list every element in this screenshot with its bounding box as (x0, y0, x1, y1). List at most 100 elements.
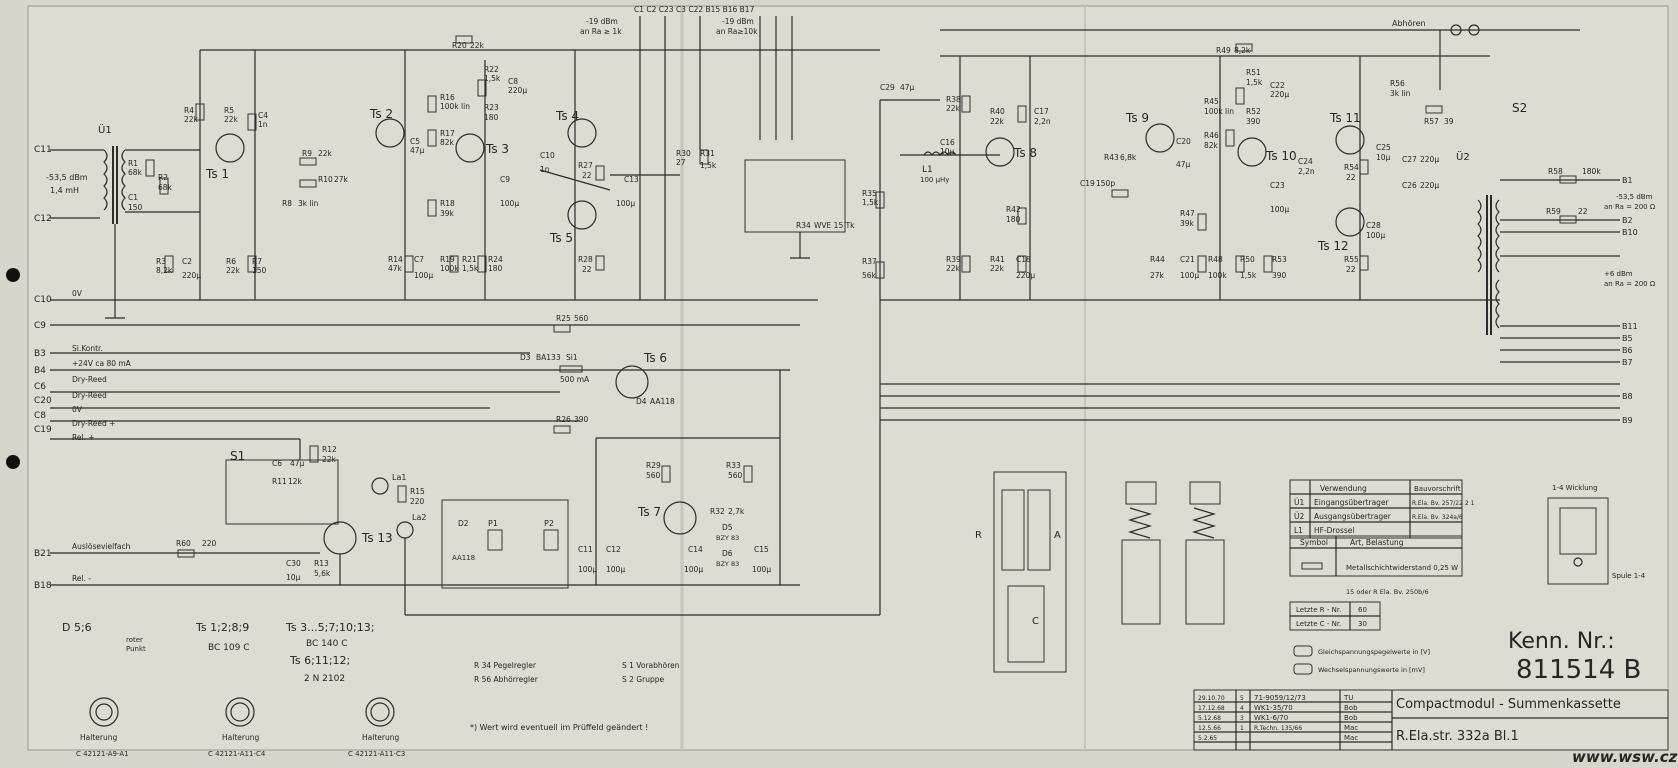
bus-text-0v2: 0V (72, 405, 83, 414)
d3-ref: D3 (520, 353, 531, 362)
legend-r34: R 34 Pegelregler (474, 661, 537, 670)
r24-val: 180 (488, 264, 503, 273)
transistor-ts4-symbol (567, 118, 597, 148)
r47-ref: R47 (1180, 209, 1195, 218)
r26-ref: R26 (556, 415, 571, 424)
sym-head-1: Symbol (1300, 538, 1328, 547)
table-row2-spec: R.Ela. Bv. 324a/6 (1412, 514, 1463, 521)
mech-label-c: C (1032, 616, 1039, 627)
r57-val: 39 (1444, 117, 1454, 126)
c18-val: 220µ (1016, 271, 1035, 280)
r46-val: 82k (1204, 141, 1219, 150)
r1-ref: R1 (128, 159, 138, 168)
transistor-ts11-symbol (1335, 125, 1365, 155)
c19-ref: C19 (1080, 179, 1095, 188)
dc-note: Gleichspannungspegelwerte in [V] (1318, 648, 1430, 656)
rev2-text: WK1-35/70 (1254, 704, 1293, 712)
r59-ref: R59 (1546, 207, 1561, 216)
d4-val: AA118 (650, 397, 675, 406)
output-stage: L1 100 µHy C29 47µ C16 10µ Ts 8 Ts 9 Ts … (880, 29, 1580, 301)
rev4-text: R.Techn. 135/66 (1254, 725, 1302, 732)
c21-val: 100µ (1180, 271, 1199, 280)
table-row2-use: Ausgangsübertrager (1314, 512, 1392, 521)
r11-ref: R11 (272, 477, 287, 486)
level-3-note: an Ra = 200 Ω (1604, 203, 1656, 211)
top-points: C1 C2 C23 C3 C22 B15 B16 B17 (634, 5, 755, 14)
c25-ref: C25 (1376, 143, 1391, 152)
table-row3-use: HF-Drossel (1314, 526, 1354, 535)
r19-ref: R19 (440, 255, 455, 264)
sym-note: 15 oder R Ela. Bv. 250b/6 (1346, 588, 1429, 596)
rev3-date: 5.12.68 (1198, 715, 1221, 722)
r60-ref: R60 (176, 539, 191, 548)
r51-val: 1,5k (1246, 78, 1263, 87)
bus-label-b4: B4 (34, 366, 46, 376)
c14-ref: C14 (688, 545, 703, 554)
out-b6: B6 (1622, 346, 1633, 355)
s1-label: S1 (230, 449, 245, 463)
c7-ref: C7 (414, 255, 424, 264)
d6-ref: D6 (722, 549, 733, 558)
r1-val: 68k (128, 168, 143, 177)
bus-text-ausloese: Auslösevielfach (72, 542, 131, 551)
r2-ref: R2 (158, 173, 168, 182)
r5-ref: R5 (224, 106, 234, 115)
r49-val: 8,2k (1234, 46, 1251, 55)
c12-val: 100µ (606, 565, 625, 574)
r17-val: 82k (440, 138, 455, 147)
out-b1: B1 (1622, 176, 1633, 185)
c7-val: 100µ (414, 271, 433, 280)
bus-label-c9: C9 (34, 321, 46, 331)
r32-ref: R32 (710, 507, 725, 516)
sym-text: Metallschichtwiderstand 0,25 W (1346, 564, 1458, 572)
c20-ref: C20 (1176, 137, 1191, 146)
level-4: +6 dBm (1604, 270, 1633, 278)
legend-ts3: Ts 3...5;7;10;13; (285, 621, 374, 634)
c17-ref: C17 (1034, 107, 1049, 116)
out-b7: B7 (1622, 358, 1633, 367)
r26-val: 390 (574, 415, 589, 424)
legend-s2: S 2 Gruppe (622, 675, 664, 684)
c25-val: 10µ (1376, 153, 1391, 162)
r20-val: 22k (470, 41, 485, 50)
legend-h3: C 42121-A11-C3 (348, 750, 405, 758)
r34-label: R34 (796, 221, 811, 230)
rev3-name: Bob (1344, 714, 1358, 722)
r39-val: 22k (946, 264, 961, 273)
level-2-note: an Ra≥10k (716, 27, 758, 36)
bus-label-c8: C8 (34, 411, 46, 421)
r37-val: 56k (862, 271, 877, 280)
transistor-ts8-symbol (985, 137, 1015, 167)
rev1-text: 71-9059/12/73 (1254, 694, 1306, 702)
rev5-date: 5.2.65 (1198, 735, 1217, 742)
r23-val: 180 (484, 113, 499, 122)
table-row2-ref: Ü2 (1294, 512, 1304, 521)
transistor-ts6-symbol (615, 365, 649, 399)
rev2-name: Bob (1344, 704, 1358, 712)
r35-ref: R35 (862, 189, 877, 198)
c24-ref: C24 (1298, 157, 1313, 166)
out-b11: B11 (1622, 322, 1638, 331)
ts3-label: Ts 3 (485, 142, 509, 156)
r18-ref: R18 (440, 199, 455, 208)
r6-ref: R6 (226, 257, 236, 266)
c28-val: 100µ (1366, 231, 1385, 240)
c27-val: 220µ (1420, 155, 1439, 164)
transistor-ts10-symbol (1237, 137, 1267, 167)
r39-ref: R39 (946, 255, 961, 264)
c5-ref: C5 (410, 137, 420, 146)
la2-label: La2 (412, 513, 426, 522)
r9-ref: R9 (302, 149, 312, 158)
kenn-label: Kenn. Nr.: (1508, 629, 1615, 654)
rev1-idx: 5 (1240, 695, 1244, 702)
r53-val: 390 (1272, 271, 1287, 280)
r50-val: 1,5k (1240, 271, 1257, 280)
c26-ref: C26 (1402, 181, 1417, 190)
watermark: www.wsw.cz (1572, 748, 1678, 766)
level-2: -19 dBm (722, 17, 754, 26)
letzte-c-label: Letzte C - Nr. (1296, 620, 1341, 628)
c9-ref: C9 (500, 175, 510, 184)
punch-hole (6, 268, 20, 282)
rev4-idx: 1 (1240, 725, 1244, 732)
r33-val: 560 (728, 471, 743, 480)
